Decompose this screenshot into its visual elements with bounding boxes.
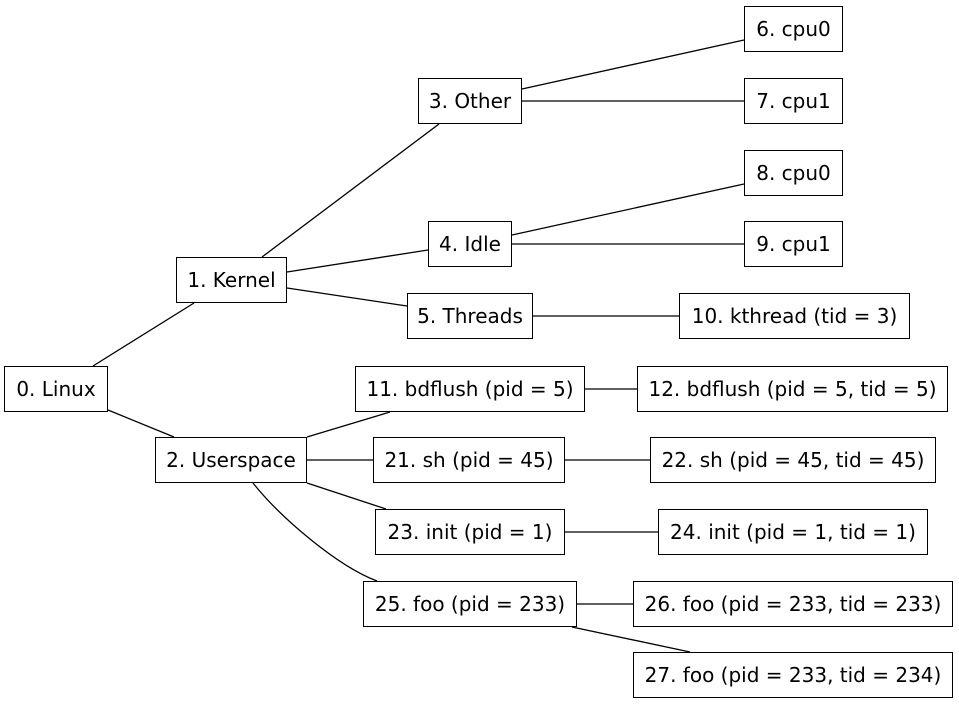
node-idle: 4. Idle — [428, 221, 512, 267]
node-sh-proc: 21. sh (pid = 45) — [373, 437, 565, 483]
edge-idle-cpu0 — [511, 183, 745, 236]
node-idle-cpu0: 8. cpu0 — [744, 150, 843, 196]
edge-linux-kernel — [92, 302, 195, 367]
node-init-proc: 23. init (pid = 1) — [375, 509, 565, 555]
node-bdflush-thread: 12. bdflush (pid = 5, tid = 5) — [637, 366, 948, 412]
edge-other-cpu0 — [521, 39, 745, 90]
node-userspace: 2. Userspace — [155, 437, 307, 483]
edge-kernel-idle — [286, 249, 429, 273]
edge-userspace-bdflush — [306, 411, 391, 438]
edge-userspace-foo — [252, 482, 378, 582]
node-kthread: 10. kthread (tid = 3) — [679, 293, 910, 339]
node-foo-thread-234: 27. foo (pid = 233, tid = 234) — [633, 652, 953, 698]
node-init-thread: 24. init (pid = 1, tid = 1) — [658, 509, 928, 555]
node-foo-proc: 25. foo (pid = 233) — [363, 581, 577, 627]
edge-userspace-init — [306, 482, 387, 510]
node-threads: 5. Threads — [407, 293, 533, 339]
node-sh-thread: 22. sh (pid = 45, tid = 45) — [650, 437, 936, 483]
node-foo-thread-233: 26. foo (pid = 233, tid = 233) — [633, 581, 953, 627]
node-other: 3. Other — [418, 78, 522, 124]
edge-kernel-other — [261, 123, 440, 258]
edge-foo-thread-234 — [571, 626, 691, 653]
edge-linux-userspace — [107, 409, 175, 438]
node-linux: 0. Linux — [4, 366, 108, 412]
node-idle-cpu1: 9. cpu1 — [744, 221, 843, 267]
node-other-cpu1: 7. cpu1 — [744, 78, 843, 124]
node-other-cpu0: 6. cpu0 — [744, 6, 843, 52]
edge-kernel-threads — [286, 287, 408, 307]
node-bdflush-proc: 11. bdflush (pid = 5) — [355, 366, 585, 412]
node-kernel: 1. Kernel — [176, 257, 287, 303]
